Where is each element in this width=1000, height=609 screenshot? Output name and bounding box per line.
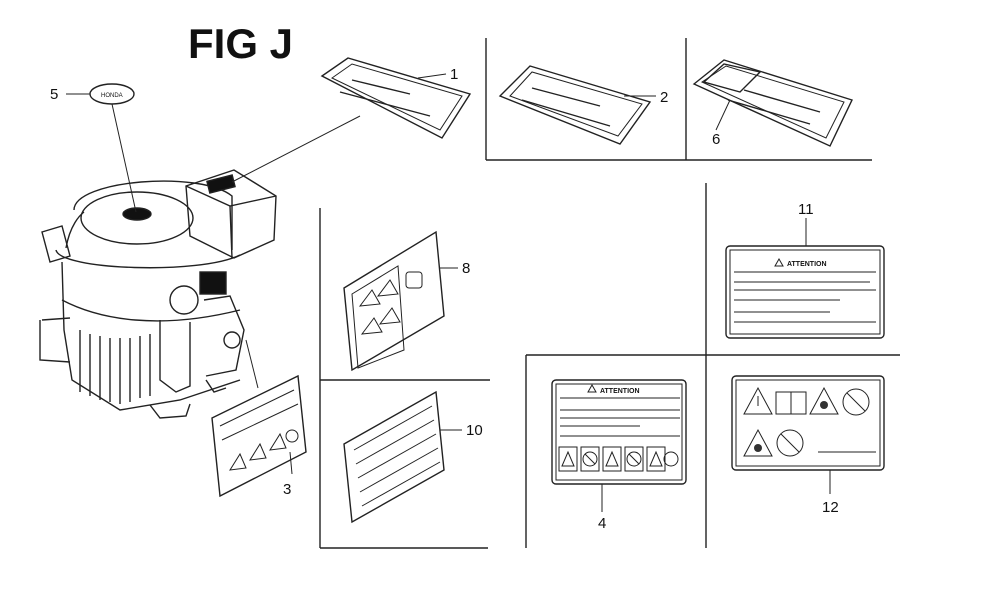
- callout-2: 2: [660, 89, 668, 106]
- part-6-decal: 6: [692, 59, 853, 148]
- engine-illustration: [39, 169, 277, 419]
- callout-1: 1: [450, 66, 458, 83]
- part-5-emblem: HONDA 5: [50, 83, 137, 213]
- callout-5: 5: [50, 86, 58, 103]
- part-4-attention-label: ATTENTION 4: [551, 379, 687, 532]
- callout-6: 6: [712, 131, 720, 148]
- part-12-symbol-label: 12: [731, 375, 885, 516]
- part-11-attention-label: ATTENTION 11: [725, 201, 885, 339]
- part-8-label: 8: [343, 230, 470, 372]
- part-3-warning-label: 3: [211, 339, 307, 498]
- callout-4: 4: [598, 515, 606, 532]
- callout-8: 8: [462, 260, 470, 277]
- part-2-decal: 2: [498, 65, 668, 145]
- section-dividers: [319, 38, 900, 549]
- attention-11-text: ATTENTION: [787, 261, 827, 268]
- callout-3: 3: [283, 481, 291, 498]
- callout-10: 10: [466, 422, 483, 439]
- callout-12: 12: [822, 499, 839, 516]
- emblem-text: HONDA: [101, 93, 123, 99]
- figure-title: FIG J: [188, 20, 293, 67]
- attention-4-text: ATTENTION: [600, 388, 640, 395]
- part-1-decal: 1: [231, 57, 472, 183]
- callout-11: 11: [798, 201, 814, 218]
- part-10-warning-label: 10: [343, 390, 483, 524]
